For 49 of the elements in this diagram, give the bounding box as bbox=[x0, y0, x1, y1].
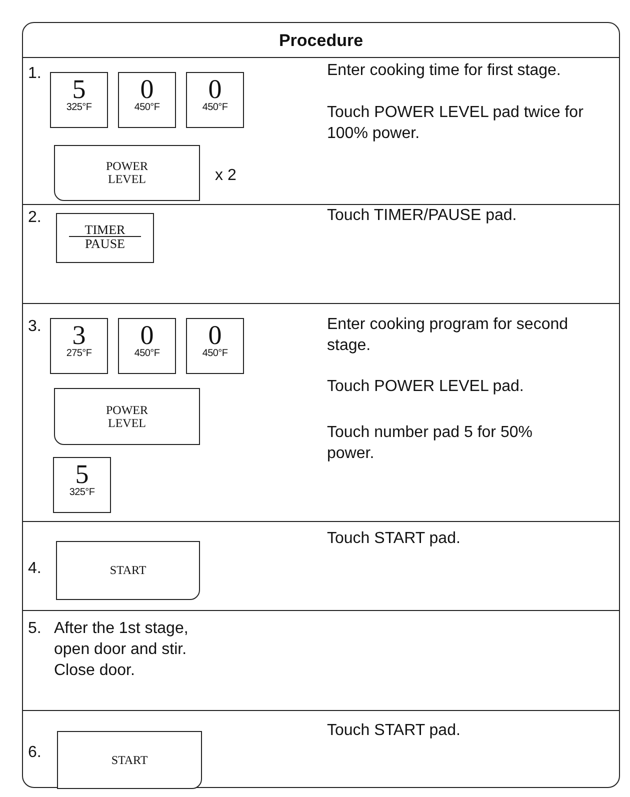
number-pad bbox=[186, 72, 244, 128]
control-pad bbox=[56, 213, 154, 263]
pad-digit: 0 bbox=[208, 322, 222, 348]
temperature-label: 450°F bbox=[201, 102, 229, 114]
step-number: 3. bbox=[28, 317, 42, 337]
number-pad bbox=[118, 72, 176, 128]
pad-label: START bbox=[110, 754, 149, 766]
control-pad bbox=[57, 731, 202, 789]
table-heading: Procedure bbox=[278, 30, 364, 51]
instruction-text: Enter cooking time for first stage. bbox=[327, 61, 562, 81]
temperature-label: 450°F bbox=[133, 348, 161, 360]
number-pad bbox=[186, 318, 244, 374]
control-pad bbox=[54, 145, 200, 201]
pad-digit: 3 bbox=[72, 322, 86, 348]
temperature-label: 325°F bbox=[68, 487, 96, 499]
number-pad bbox=[50, 72, 108, 128]
pad-digit: 0 bbox=[140, 76, 154, 102]
control-pad bbox=[54, 388, 200, 445]
pad-label: START bbox=[108, 564, 148, 577]
step-number: 6. bbox=[28, 743, 42, 763]
step-number: 1. bbox=[28, 64, 42, 84]
number-pad bbox=[53, 457, 111, 513]
pad-label: PAUSE bbox=[84, 237, 126, 250]
pad-label: POWER LEVEL bbox=[105, 160, 149, 186]
instruction-text: Touch START pad. bbox=[327, 721, 462, 741]
instruction-text: Touch TIMER/PAUSE pad. bbox=[327, 206, 518, 226]
instruction-text: Enter cooking program for second stage. bbox=[327, 315, 570, 356]
number-pad bbox=[118, 318, 176, 374]
step-number: 2. bbox=[28, 208, 42, 228]
temperature-label: 275°F bbox=[65, 348, 93, 360]
temperature-label: 325°F bbox=[65, 102, 93, 114]
temperature-label: 450°F bbox=[133, 102, 161, 114]
instruction-text: After the 1st stage, open door and stir. Close door. bbox=[54, 619, 190, 681]
instruction-text: Touch START pad. bbox=[327, 529, 462, 549]
control-pad bbox=[56, 541, 200, 600]
number-pad bbox=[50, 318, 108, 374]
pad-digit: 0 bbox=[208, 76, 222, 102]
repeat-count: x 2 bbox=[215, 166, 236, 186]
step-number: 5. bbox=[28, 619, 42, 639]
pad-digit: 5 bbox=[72, 76, 86, 102]
step-number: 4. bbox=[28, 559, 42, 579]
temperature-label: 450°F bbox=[201, 348, 229, 360]
instruction-text: Touch number pad 5 for 50% power. bbox=[327, 423, 534, 464]
pad-label: TIMER bbox=[69, 223, 141, 237]
pad-digit: 5 bbox=[75, 461, 89, 487]
instruction-text: Touch POWER LEVEL pad. bbox=[327, 377, 525, 397]
instruction-text: Touch POWER LEVEL pad twice for 100% power. bbox=[327, 103, 584, 144]
pad-digit: 0 bbox=[140, 322, 154, 348]
pad-label: POWER LEVEL bbox=[105, 404, 149, 430]
